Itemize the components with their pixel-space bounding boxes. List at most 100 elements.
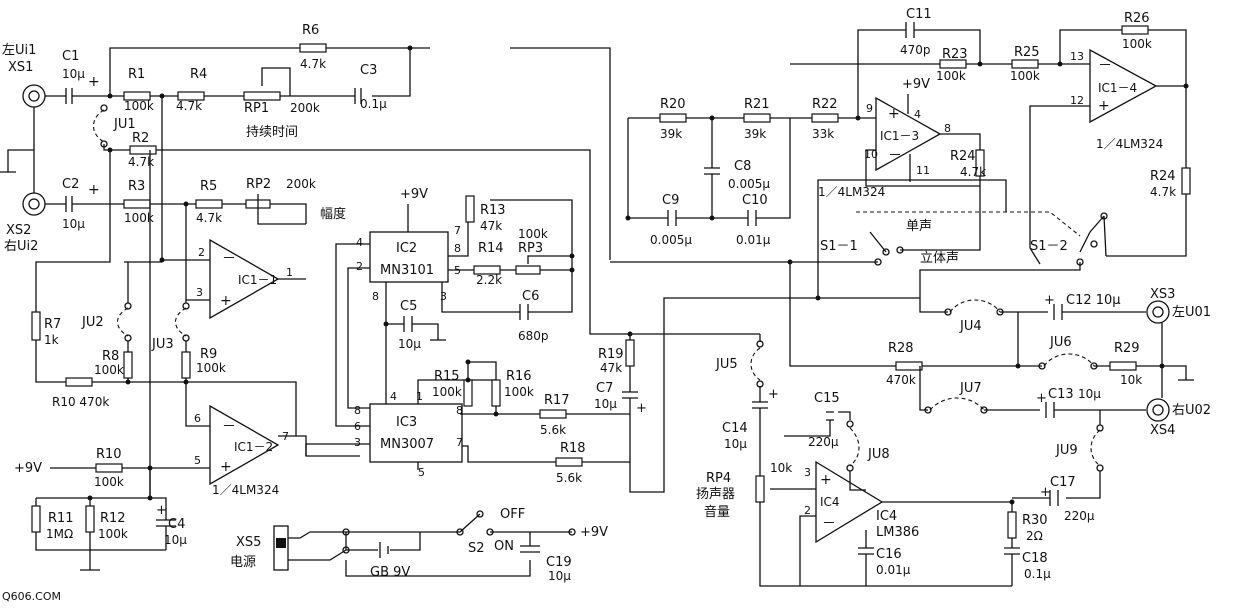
r1-resistor: [123, 91, 151, 101]
c14-label: C14: [722, 421, 748, 436]
ic12-minus: －: [222, 419, 236, 435]
wire-bias: [35, 150, 167, 570]
output-jack-left: [1146, 300, 1170, 324]
r22-resistor: [811, 113, 839, 123]
watermark: Q606.COM: [2, 590, 61, 603]
r10a-label: R10 470k: [52, 395, 109, 409]
r7-resistor: [31, 311, 41, 341]
out-left-label: 左U01: [1172, 305, 1211, 320]
power-label: 电源: [230, 555, 256, 570]
wire-vcc-divider: [50, 467, 210, 498]
c4-label: C4: [168, 517, 185, 532]
r24b-resistor: [1181, 167, 1191, 195]
c19-value: 10μ: [548, 569, 571, 583]
r24b-value: 4.7k: [1150, 185, 1176, 199]
c7-value: 10μ: [594, 397, 617, 411]
r8-label: R8: [102, 349, 119, 364]
r10-label: R10: [96, 447, 122, 462]
wire-s1-network: [610, 179, 1107, 367]
ju6-jumper: [1043, 353, 1095, 367]
c2-cap: [65, 196, 73, 212]
amplitude-label: 幅度: [320, 206, 346, 222]
ju4-jumper: [949, 299, 1001, 313]
gb-label: GB 9V: [370, 565, 410, 580]
vcc-ic13-label: +9V: [902, 77, 930, 92]
c4-plus: +: [156, 503, 167, 518]
r2-resistor: [129, 145, 157, 155]
c11-label: C11: [906, 7, 932, 22]
rp3-value: 100k: [518, 227, 548, 241]
out-right-label: 右U02: [1172, 403, 1211, 418]
ic4-minus: －: [822, 516, 836, 532]
ic12-pin5: 5: [194, 454, 201, 467]
r20-value: 39k: [660, 127, 682, 141]
ic14-minus: －: [1098, 58, 1112, 74]
c17-plus: +: [1040, 485, 1051, 500]
wire-ic13: [865, 94, 981, 251]
ic2-label: IC2: [396, 241, 417, 256]
ju8-label: JU8: [867, 447, 890, 462]
wire-ju8: [849, 471, 866, 491]
xs2-label: XS2: [6, 223, 31, 238]
off-label: OFF: [500, 507, 525, 522]
ic13-pin11: 11: [916, 164, 930, 177]
c6-cap: [519, 304, 529, 320]
wire-delay-out: [629, 297, 920, 493]
rp1-wiper: [261, 67, 291, 96]
xs5-label: XS5: [236, 535, 261, 550]
c19-cap: [520, 545, 540, 553]
ic2-pin-8b: 8: [372, 290, 379, 303]
rp2-value: 200k: [286, 177, 316, 191]
ic12-pin6: 6: [194, 412, 201, 425]
r7-value: 1k: [44, 333, 59, 347]
ic13-pin8: 8: [944, 122, 951, 135]
xs5-jack: [273, 525, 289, 571]
r11-label: R11: [48, 511, 74, 526]
r16-resistor: [491, 379, 501, 407]
r11-resistor: [31, 505, 41, 533]
r21-value: 39k: [744, 127, 766, 141]
r9-value: 100k: [196, 361, 226, 375]
c11-feedback: [857, 22, 981, 118]
ju4-label: JU4: [959, 319, 982, 334]
c12-plus: +: [1044, 293, 1055, 308]
stereo-label: 立体声: [920, 251, 959, 266]
c14-value: 10μ: [724, 437, 747, 451]
c7-plus: +: [636, 401, 647, 416]
in-left-label: 左Ui1: [2, 43, 36, 58]
ic11-plus: +: [220, 293, 232, 309]
r6-resistor: [299, 43, 327, 53]
ic2-chip: [369, 231, 449, 283]
r26-label: R26: [1124, 11, 1150, 26]
wire-c14: [752, 334, 768, 476]
r29-resistor: [1109, 361, 1137, 371]
r18-value: 5.6k: [556, 471, 582, 485]
c13-plus: +: [1036, 391, 1047, 406]
c8-label: C8: [734, 159, 751, 174]
r8-resistor: [123, 351, 133, 379]
ic14-pin13: 13: [1070, 50, 1084, 63]
r4-resistor: [177, 91, 205, 101]
rp3-label: RP3: [518, 241, 543, 256]
r7-label: R7: [44, 317, 61, 332]
r10a-resistor: [65, 377, 93, 387]
c12-label: C12 10μ: [1066, 293, 1121, 308]
ic13-label: IC1－3: [880, 129, 919, 143]
c3-cap: [354, 88, 362, 104]
ic13-plus: +: [888, 106, 900, 122]
ic14-pin12: 12: [1070, 94, 1084, 107]
r20-resistor: [659, 113, 687, 123]
c17-value: 220μ: [1064, 509, 1095, 523]
ground-symbol: [0, 149, 34, 173]
r5-label: R5: [200, 179, 217, 194]
c15-value: 220μ: [808, 435, 839, 449]
ju6-label: JU6: [1049, 335, 1072, 350]
ic11-pin2: 2: [198, 246, 205, 259]
ic2-pin7: 7: [454, 224, 461, 237]
ic3-pin6: 6: [354, 420, 361, 433]
ic1-2-opamp: [209, 404, 280, 486]
ic11-label: IC1－1: [238, 273, 277, 287]
c2-label: C2: [62, 177, 79, 192]
r16-value: 100k: [504, 385, 534, 399]
